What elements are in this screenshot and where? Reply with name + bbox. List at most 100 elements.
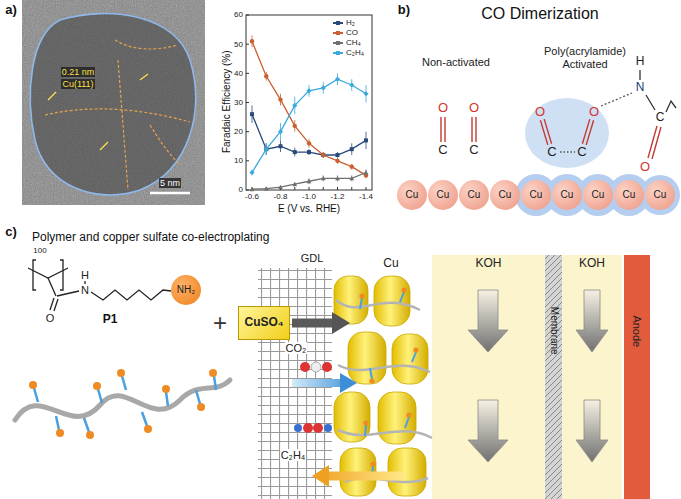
illustration-path [91,290,171,300]
axis-tick [246,131,249,132]
atom-symbol: C [577,145,586,160]
illustration-rect [624,255,650,499]
illustration-rect [392,334,428,384]
illustration-line [471,117,472,142]
panel-letter: c) [5,225,17,240]
illustration-circle [144,425,152,433]
copper-atom: Cu [521,180,551,210]
legend-label: CO [346,29,358,38]
reagent-box: CuSO₄ [238,306,290,340]
illustration-circle [322,362,332,372]
tick-label: 0 [239,185,243,194]
data-marker [264,186,269,190]
illustration-line [639,70,640,80]
illustration-circle [294,424,302,432]
illustration-circle [640,175,680,215]
process-arrow [292,312,350,334]
illustration-path [115,40,178,49]
repeat-count: 100 [33,246,46,255]
illustration-path [140,74,148,80]
tick-label: -1.0 [302,192,316,201]
node-label: Cu [437,189,450,201]
copper-atom: Cu [397,180,427,210]
data-marker [335,159,339,163]
illustration-circle [313,423,323,433]
legend-marker [336,21,340,25]
illustration-circle [324,424,332,432]
data-marker [307,141,311,145]
axis-tick [366,187,367,190]
illustration-circle [303,423,313,433]
illustration-polygon [576,400,608,462]
copper-atom: Cu [614,180,644,210]
copper-atom: Cu [583,180,613,210]
legend-marker [336,51,340,55]
illustration-circle [401,287,406,292]
legend-swatch [333,22,343,24]
tick-label: 40 [234,69,243,78]
illustration-circle [311,362,321,372]
illustration-line [292,379,342,387]
atom-symbol: N [81,284,89,297]
tick-label: 50 [234,40,243,49]
atom-symbol: O [46,312,55,325]
data-marker [249,170,254,175]
data-marker [363,91,368,96]
illustration-rect [246,15,372,190]
legend-label: CH₄ [346,39,361,48]
data-line [252,114,366,155]
illustration-path [30,13,195,194]
node-label: Cu [623,189,636,201]
legend-marker [336,41,340,45]
arrow-head [332,312,350,334]
node-label: Membrane [548,307,560,355]
lattice-plane: Cu(111) [61,79,94,89]
data-marker [321,176,326,180]
illustration-line [440,117,441,142]
legend-marker [336,31,340,35]
illustration-path [338,430,432,438]
illustration-path [118,60,128,190]
illustration-path [45,109,190,122]
illustration-circle [577,174,619,216]
node-label: Cu [406,189,419,201]
illustration-g [246,15,369,191]
tick-label: 30 [234,98,243,107]
legend-swatch [333,52,343,54]
atom-symbol: C [469,143,478,158]
illustration-line [34,388,38,402]
illustration-ellipse [525,98,609,168]
data-marker [335,176,340,180]
illustration-line [360,298,362,309]
illustration-line [405,417,409,428]
data-marker [307,150,311,154]
illustration-line [328,472,405,481]
illustration-line [214,376,216,390]
illustration-line [166,392,168,406]
illustration-line [560,151,575,153]
amine-group: NH₂ [171,275,201,305]
illustration-line [98,389,102,403]
illustration-line [544,119,551,144]
gas-label: C₂H₄ [280,449,307,462]
atom-symbol: N [636,81,645,95]
data-marker [250,187,255,191]
illustration-polygon [312,465,329,487]
data-marker [349,82,354,87]
illustration-circle [117,369,125,377]
plus-sign: + [213,309,227,337]
node-label: Cu [561,189,574,201]
node-label: Cu [654,189,667,201]
node-label: KOH [475,257,501,271]
illustration-circle [608,174,650,216]
axis-tick [246,73,249,74]
illustration-line [475,117,476,142]
illustration-circle [29,381,37,389]
illustration-g [359,287,418,466]
atom-symbol: C [547,145,556,160]
illustration-line [84,418,89,432]
legend-swatch [333,42,343,44]
node-label: CuSO₄ [244,316,283,330]
illustration-rect [545,255,562,499]
